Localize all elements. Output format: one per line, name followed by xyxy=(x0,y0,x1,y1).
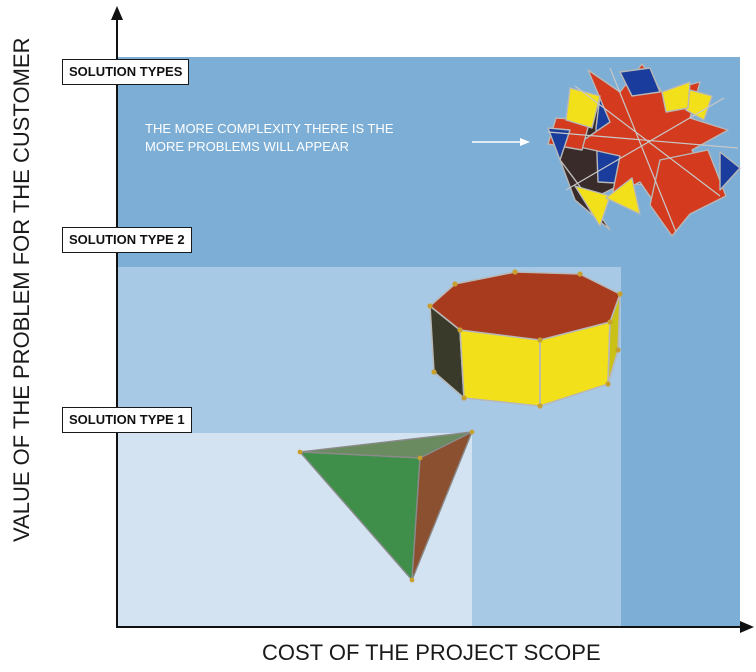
y-axis-arrow-icon xyxy=(111,6,123,20)
x-axis-title: COST OF THE PROJECT SCOPE xyxy=(262,640,601,665)
level-label-solution-types: SOLUTION TYPES xyxy=(62,59,190,85)
level-label-solution-type-1: SOLUTION TYPE 1 xyxy=(62,407,192,433)
complexity-note-line-1: THE MORE COMPLEXITY THERE IS THE xyxy=(145,121,394,136)
level-label-solution-type-2: SOLUTION TYPE 2 xyxy=(62,227,192,253)
right-arrow-icon xyxy=(520,138,530,146)
complexity-note: THE MORE COMPLEXITY THERE IS THE MORE PR… xyxy=(145,120,394,156)
complexity-note-line-2: MORE PROBLEMS WILL APPEAR xyxy=(145,139,349,154)
x-axis-arrow-icon xyxy=(740,621,754,633)
